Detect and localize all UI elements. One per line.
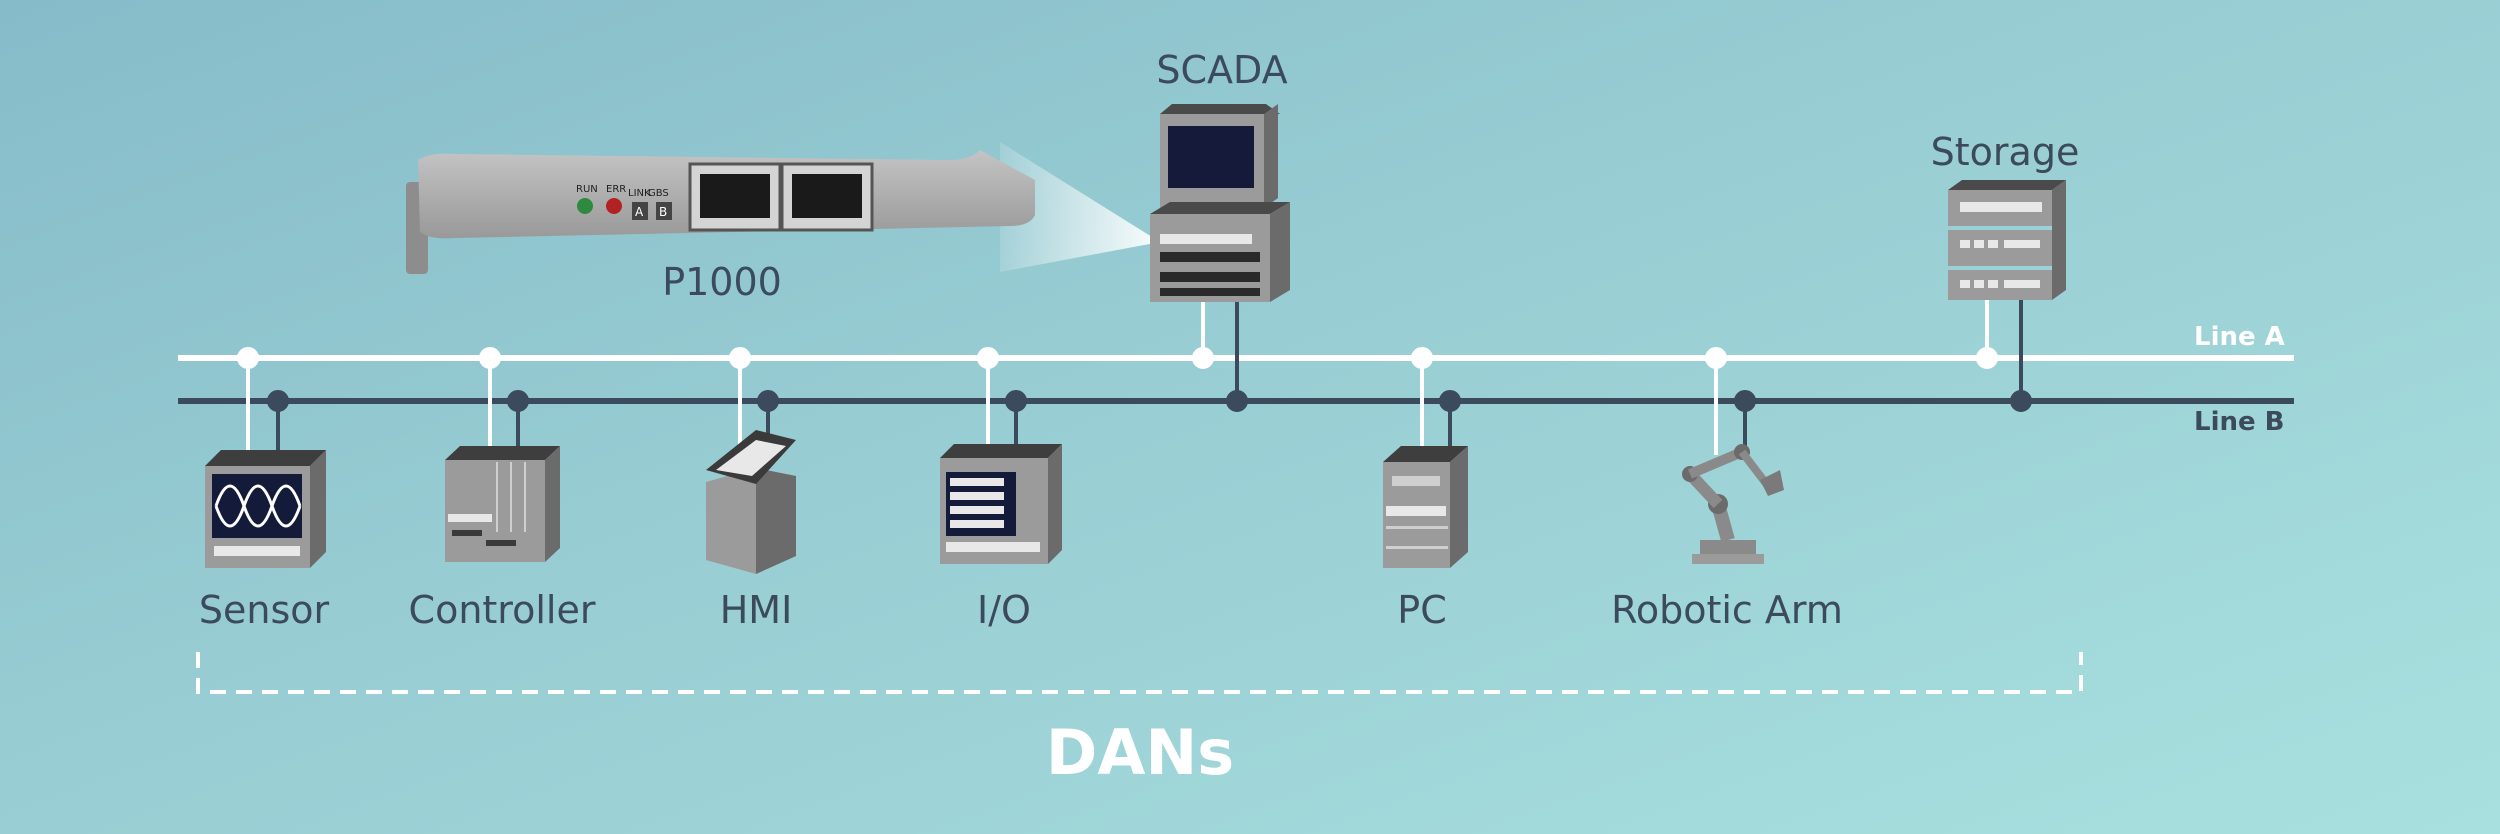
line-a-label: Line A: [2194, 322, 2285, 352]
sensor-device: [205, 450, 326, 568]
led-label-run: RUN: [576, 184, 598, 195]
line-b-connectors: [267, 300, 2032, 455]
robotic-arm-device: [1682, 444, 1784, 564]
err-led: [606, 198, 622, 214]
storage-label: Storage: [1930, 130, 2080, 174]
pc-device: [1383, 446, 1468, 568]
port-label-a: A: [635, 205, 644, 219]
robotic-arm-label: Robotic Arm: [1611, 588, 1843, 632]
touchscreen-icon: [716, 440, 786, 476]
p1000-label: P1000: [662, 260, 782, 304]
rj45-port-a: [688, 162, 782, 232]
sine-wave-icon: [214, 484, 302, 528]
io-device: [940, 444, 1062, 564]
io-label: I/O: [977, 588, 1031, 632]
scada-label: SCADA: [1156, 48, 1288, 92]
dans-bracket: [196, 652, 2083, 694]
p1000-card: RUN ERR LINK GBS A B: [406, 150, 1035, 274]
monitor-screen-icon: [1168, 126, 1254, 188]
hmi-device: [706, 430, 796, 574]
port-label-b: B: [659, 205, 667, 219]
zoom-beam: [1000, 142, 1160, 272]
dans-label: DANs: [1045, 716, 1235, 789]
led-label-link: LINK: [628, 188, 651, 199]
line-b-label: Line B: [2194, 407, 2285, 437]
sensor-label: Sensor: [198, 588, 330, 632]
hmi-label: HMI: [719, 588, 793, 632]
line-a-connectors: [237, 300, 1998, 455]
led-label-gbs: GBS: [648, 188, 669, 199]
controller-device: [445, 446, 560, 562]
rj45-port-b: [780, 162, 874, 232]
led-label-err: ERR: [606, 184, 626, 195]
pc-label: PC: [1397, 588, 1447, 632]
controller-label: Controller: [408, 588, 596, 632]
storage-device: [1948, 180, 2066, 300]
run-led: [577, 198, 593, 214]
scada-device: [1150, 104, 1290, 302]
